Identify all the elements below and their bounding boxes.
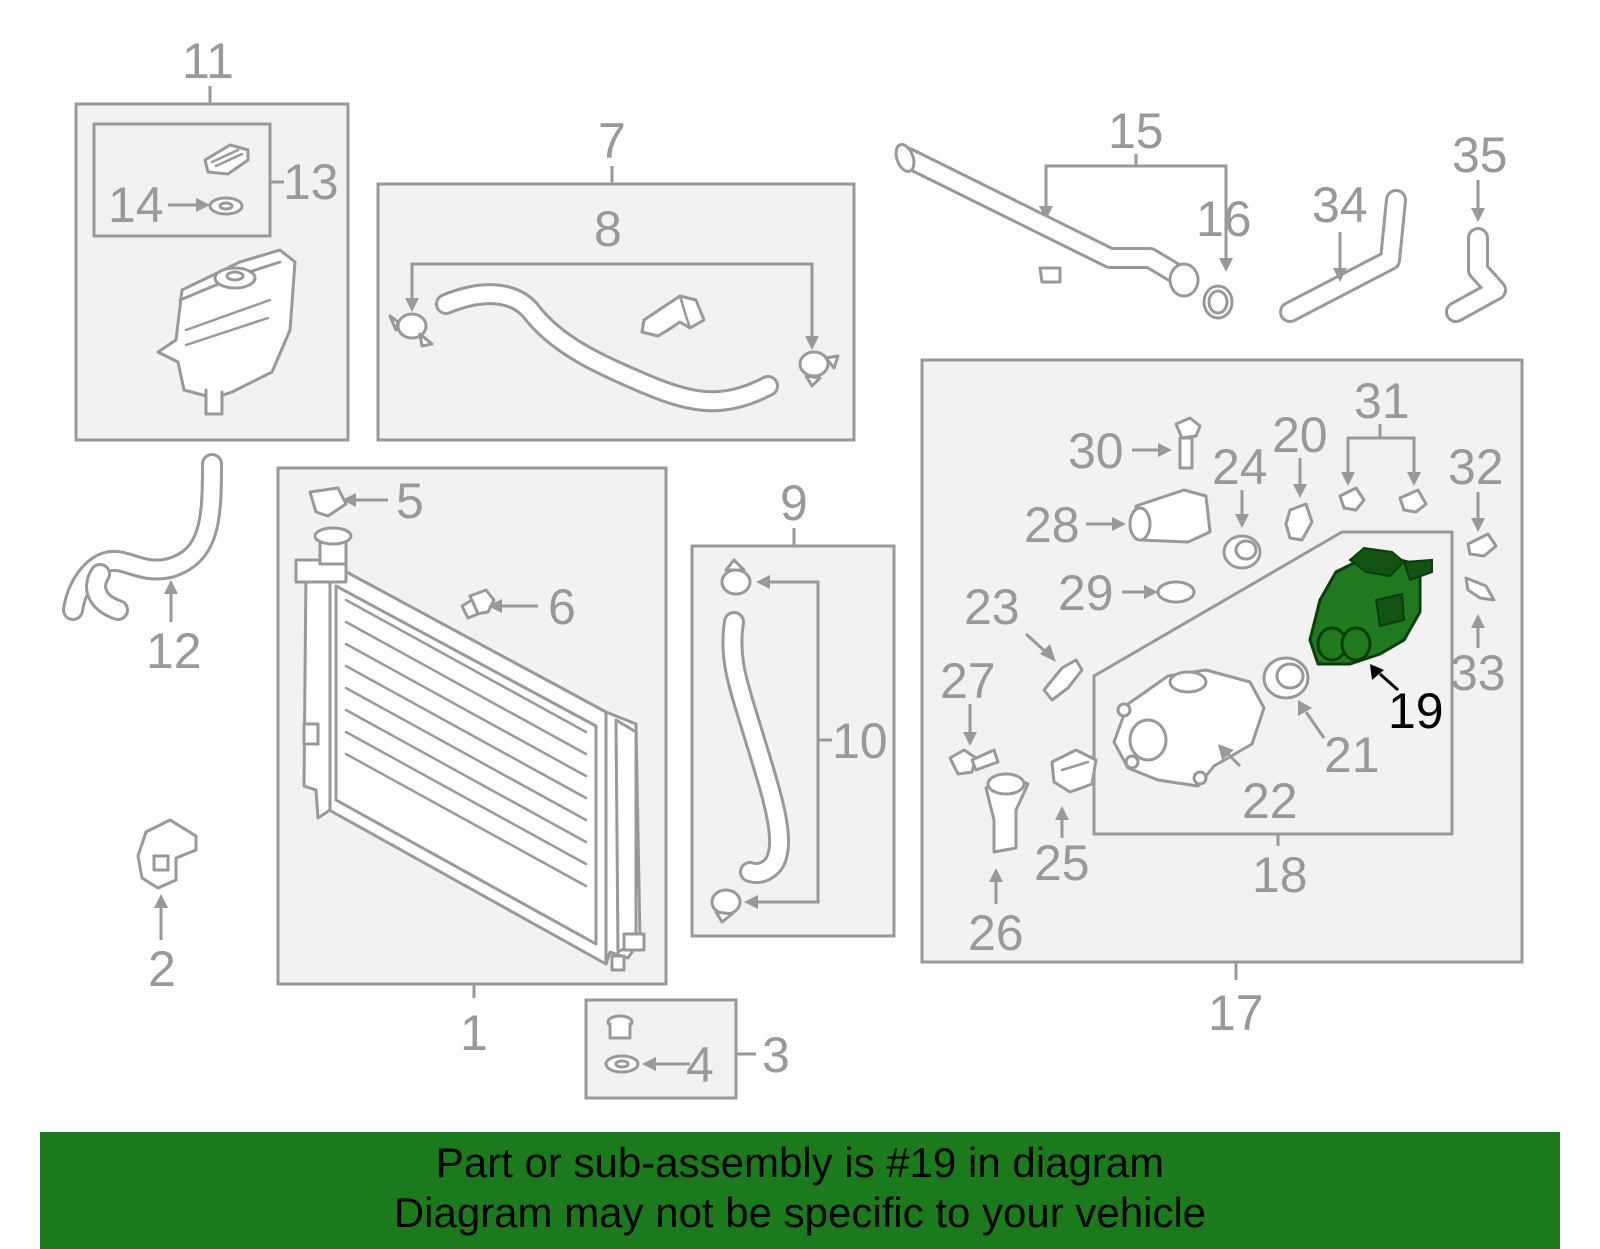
radiator-group: 5 6 1	[276, 466, 668, 1061]
callout-12: 12	[146, 623, 202, 679]
callout-23: 23	[964, 579, 1020, 635]
callout-19: 19	[1388, 683, 1444, 739]
callout-34: 34	[1312, 177, 1368, 233]
callout-20: 20	[1272, 407, 1328, 463]
callout-31: 31	[1354, 373, 1410, 429]
callout-32: 32	[1448, 439, 1504, 495]
callout-1: 1	[460, 1005, 488, 1061]
callout-14: 14	[108, 177, 164, 233]
small-hoses-group: 34 35	[1279, 127, 1508, 323]
callout-21: 21	[1324, 727, 1380, 783]
callout-24: 24	[1212, 439, 1268, 495]
callout-7: 7	[598, 113, 626, 169]
callout-11: 11	[182, 33, 234, 89]
reservoir-group: 11 13 14 12	[62, 33, 350, 679]
callout-4: 4	[686, 1037, 714, 1093]
callout-28: 28	[1024, 497, 1080, 553]
housing-group: 30 28 24 20 31 32 29 23 33 19 27 21 22 2…	[920, 358, 1524, 1041]
highlighted-part-19	[1308, 546, 1433, 692]
callout-18: 18	[1252, 847, 1308, 903]
callout-27: 27	[940, 653, 996, 709]
callout-29: 29	[1058, 565, 1114, 621]
callout-9: 9	[780, 475, 808, 531]
callout-10: 10	[832, 713, 888, 769]
info-banner: Part or sub-assembly is #19 in diagram D…	[40, 1132, 1560, 1249]
callout-35: 35	[1452, 127, 1508, 183]
callout-30: 30	[1068, 423, 1124, 479]
lower-hose-group: 9 10	[690, 475, 896, 938]
callout-8: 8	[594, 201, 622, 257]
callout-22: 22	[1242, 773, 1298, 829]
callout-3: 3	[762, 1027, 790, 1083]
callout-5: 5	[396, 473, 424, 529]
drain-plug-group: 4 3	[584, 998, 790, 1100]
banner-line-2: Diagram may not be specific to your vehi…	[393, 1189, 1207, 1236]
callout-17: 17	[1208, 985, 1264, 1041]
upper-hose-group: 7 8	[376, 113, 856, 442]
callout-16: 16	[1196, 191, 1252, 247]
callout-33: 33	[1450, 645, 1506, 701]
banner-line-1: Part or sub-assembly is #19 in diagram	[435, 1139, 1165, 1186]
callout-6: 6	[548, 579, 576, 635]
callout-13: 13	[283, 154, 339, 210]
callout-26: 26	[968, 905, 1024, 961]
pipe-group: 15 16	[894, 103, 1252, 320]
callout-2: 2	[148, 941, 176, 997]
callout-15: 15	[1108, 103, 1164, 159]
bracket-2-group: 2	[136, 818, 198, 997]
callout-25: 25	[1034, 835, 1090, 891]
